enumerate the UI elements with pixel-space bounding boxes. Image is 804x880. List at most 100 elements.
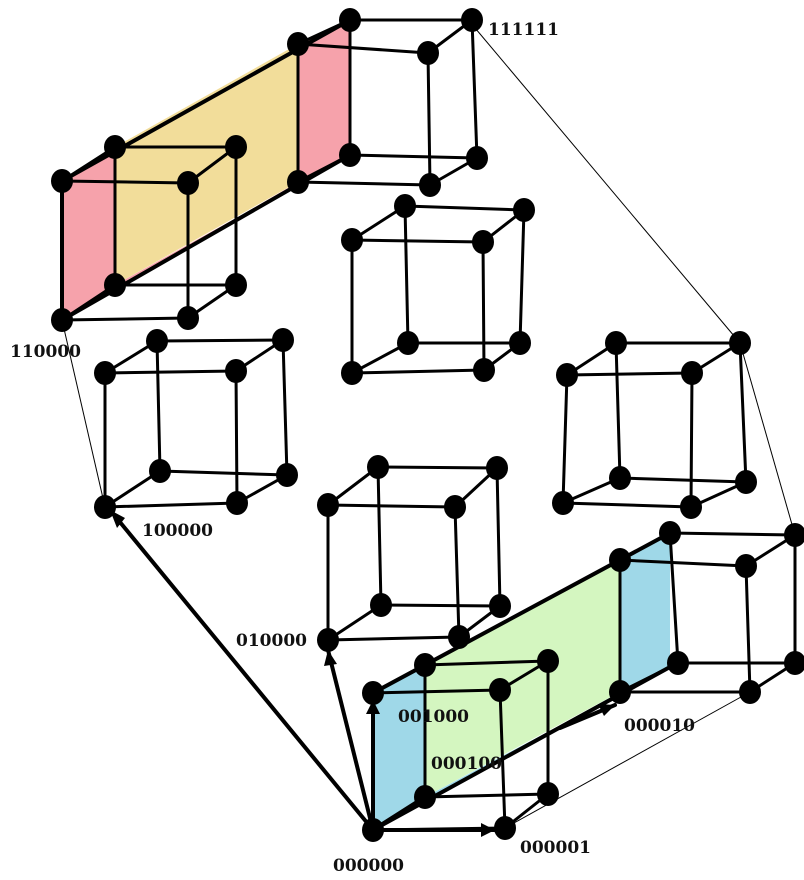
cube-edge bbox=[453, 505, 461, 639]
cube-edge bbox=[481, 240, 486, 372]
cube-edge bbox=[403, 204, 526, 212]
red-face-right bbox=[298, 20, 350, 182]
vertex bbox=[414, 653, 436, 677]
vertex bbox=[552, 491, 574, 515]
cube-edge bbox=[350, 368, 486, 375]
vertex bbox=[317, 628, 339, 652]
vertex bbox=[417, 41, 439, 65]
vertex bbox=[362, 818, 384, 842]
vertex bbox=[177, 171, 199, 195]
vertex bbox=[537, 782, 559, 806]
vertex bbox=[362, 681, 384, 705]
vertex bbox=[149, 459, 171, 483]
cube-edge bbox=[426, 51, 432, 187]
vertex bbox=[225, 135, 247, 159]
cube-edge bbox=[618, 558, 748, 568]
label-111111: 111111 bbox=[488, 20, 559, 40]
cube-edge bbox=[379, 603, 502, 608]
vertex bbox=[444, 495, 466, 519]
cube-edge bbox=[561, 373, 569, 505]
vertex bbox=[680, 495, 702, 519]
vertex bbox=[659, 521, 681, 545]
vertex bbox=[473, 358, 495, 382]
cube-edge bbox=[668, 531, 797, 537]
arrow-heads bbox=[110, 510, 615, 837]
vertex bbox=[51, 169, 73, 193]
vertex bbox=[494, 816, 516, 840]
arrow-head bbox=[481, 823, 495, 837]
vertex bbox=[397, 331, 419, 355]
cube-edge bbox=[495, 466, 502, 608]
vertex bbox=[419, 173, 441, 197]
vertex bbox=[51, 308, 73, 332]
vertex bbox=[513, 198, 535, 222]
outline-line bbox=[61, 319, 106, 508]
cube-edge bbox=[281, 338, 289, 477]
vertex bbox=[339, 143, 361, 167]
label-000010: 000010 bbox=[624, 716, 695, 736]
cube-edge bbox=[103, 369, 238, 375]
vertex bbox=[489, 594, 511, 618]
arrow-head bbox=[598, 704, 615, 716]
arrow-head bbox=[366, 700, 380, 714]
vertex bbox=[609, 466, 631, 490]
cube-edge bbox=[296, 180, 432, 187]
cube-edge bbox=[470, 18, 479, 160]
vertex bbox=[394, 194, 416, 218]
cube-edge bbox=[103, 501, 239, 509]
label-010000: 010000 bbox=[236, 631, 307, 651]
vertex bbox=[537, 649, 559, 673]
vertex bbox=[226, 491, 248, 515]
cube-edge bbox=[565, 371, 694, 377]
cube-edge bbox=[350, 238, 485, 244]
arrow-head bbox=[110, 510, 125, 528]
vertex bbox=[287, 32, 309, 56]
cube-edge bbox=[296, 42, 430, 55]
red-face-left bbox=[62, 147, 115, 320]
vertex bbox=[605, 331, 627, 355]
vertex bbox=[609, 680, 631, 704]
vertex bbox=[225, 273, 247, 297]
cube-edge bbox=[423, 792, 550, 799]
vertex bbox=[287, 170, 309, 194]
blue-face-right bbox=[620, 533, 670, 692]
cube-edge bbox=[518, 208, 526, 345]
vertex bbox=[339, 8, 361, 32]
cube-edge bbox=[326, 635, 461, 642]
vertex bbox=[784, 523, 804, 547]
cube-edge bbox=[60, 316, 190, 322]
vertex bbox=[146, 329, 168, 353]
label-000001: 000001 bbox=[520, 838, 591, 858]
cube-edge bbox=[155, 339, 162, 473]
vertex bbox=[739, 680, 761, 704]
cube-edge bbox=[614, 341, 622, 480]
vertex bbox=[177, 306, 199, 330]
cube-edge bbox=[60, 179, 190, 185]
arrow-010000 bbox=[326, 648, 375, 832]
vertex bbox=[104, 135, 126, 159]
label-000100: 000100 bbox=[431, 754, 502, 774]
red-slab bbox=[62, 20, 350, 320]
vertex bbox=[341, 228, 363, 252]
vertex bbox=[556, 363, 578, 387]
green-face bbox=[425, 560, 620, 797]
cube-edge bbox=[371, 688, 502, 695]
cube-edge bbox=[403, 204, 410, 345]
vertex bbox=[461, 8, 483, 32]
cube-edge bbox=[155, 338, 285, 343]
vertex bbox=[735, 554, 757, 578]
vertex bbox=[272, 328, 294, 352]
vertex bbox=[448, 625, 470, 649]
label-100000: 100000 bbox=[142, 521, 213, 541]
vertices bbox=[51, 8, 804, 842]
vertex bbox=[367, 455, 389, 479]
vertex bbox=[784, 651, 804, 675]
label-110000: 110000 bbox=[10, 342, 81, 362]
vertex bbox=[667, 651, 689, 675]
vertex bbox=[225, 359, 247, 383]
blue-slab bbox=[373, 533, 670, 830]
label-001000: 001000 bbox=[398, 707, 469, 727]
vertex bbox=[414, 785, 436, 809]
